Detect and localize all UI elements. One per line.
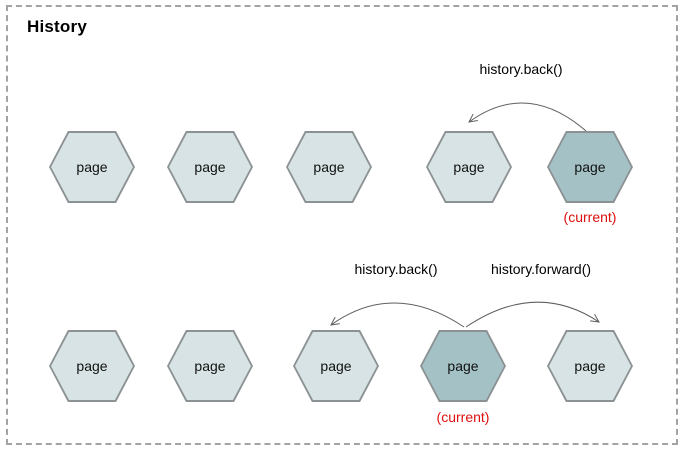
page-node-label: page [295, 332, 377, 400]
diagram-title: History [27, 17, 87, 36]
history-forward-arrow-bottom [465, 301, 600, 328]
top-page-2: page [167, 131, 253, 203]
page-node-label: page [549, 332, 631, 400]
top-page-1: page [49, 131, 135, 203]
top-page-5-current: page [547, 131, 633, 203]
page-node-label: page [288, 133, 370, 201]
top-page-4: page [426, 131, 512, 203]
bottom-page-5: page [547, 330, 633, 402]
history-back-arrow-top [468, 102, 587, 132]
page-node-label: page [549, 133, 631, 201]
page-node-label: page [51, 332, 133, 400]
history-forward-label-bottom: history.forward() [490, 261, 592, 277]
history-back-label-top: history.back() [479, 61, 563, 77]
page-node-label: page [422, 332, 504, 400]
bottom-page-3: page [293, 330, 379, 402]
bottom-page-2: page [167, 330, 253, 402]
history-back-arrow-bottom [330, 302, 465, 328]
page-node-label: page [51, 133, 133, 201]
current-label-bottom: (current) [436, 409, 490, 425]
page-node-label: page [428, 133, 510, 201]
page-node-label: page [169, 133, 251, 201]
page-node-label: page [169, 332, 251, 400]
current-label-top: (current) [563, 209, 617, 225]
bottom-page-1: page [49, 330, 135, 402]
bottom-page-4-current: page [420, 330, 506, 402]
history-back-label-bottom: history.back() [354, 261, 438, 277]
top-page-3: page [286, 131, 372, 203]
